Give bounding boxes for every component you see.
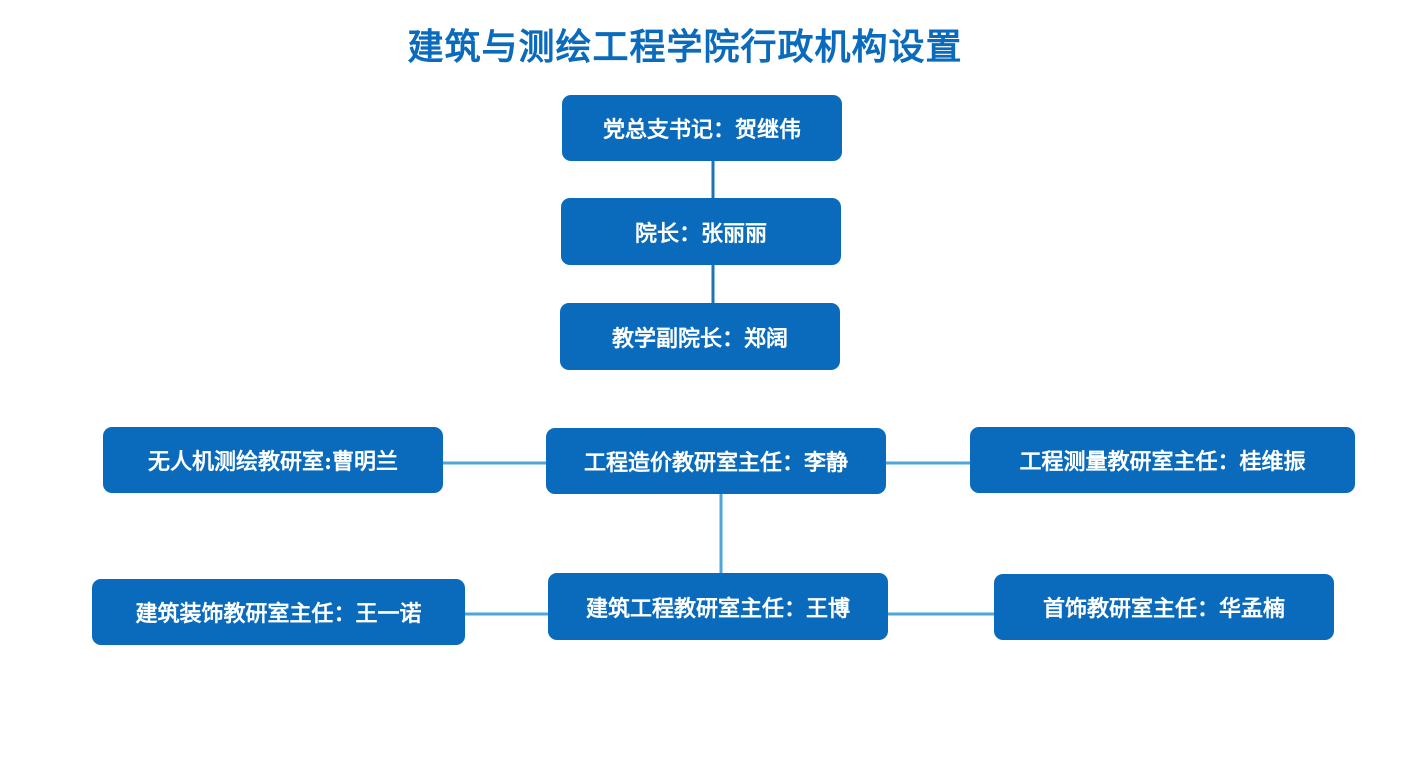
- node-jewelry-label: 首饰教研室主任：华孟楠: [1042, 596, 1285, 622]
- node-decoration-label: 建筑装饰教研室主任：王一诺: [135, 601, 422, 627]
- node-vice-dean-label: 教学副院长：郑阔: [611, 325, 788, 352]
- node-decoration: 建筑装饰教研室主任：王一诺: [92, 579, 465, 645]
- node-uav-survey: 无人机测绘教研室:曹明兰: [103, 427, 443, 493]
- node-cost-engineering-label: 工程造价教研室主任：李静: [583, 450, 848, 476]
- node-vice-dean: 教学副院长：郑阔: [560, 303, 840, 370]
- node-dean-label: 院长：张丽丽: [634, 220, 767, 247]
- node-party-secretary-label: 党总支书记：贺继伟: [602, 117, 801, 143]
- node-dean: 院长：张丽丽: [561, 198, 841, 265]
- node-cost-engineering: 工程造价教研室主任：李静: [546, 428, 886, 494]
- node-survey-engineering-label: 工程测量教研室主任：桂维振: [1019, 449, 1306, 475]
- node-building-engineering: 建筑工程教研室主任：王博: [548, 573, 888, 640]
- page-title: 建筑与测绘工程学院行政机构设置: [407, 26, 963, 68]
- node-party-secretary: 党总支书记：贺继伟: [562, 95, 842, 161]
- node-survey-engineering: 工程测量教研室主任：桂维振: [970, 427, 1355, 493]
- node-uav-survey-label: 无人机测绘教研室:曹明兰: [147, 449, 399, 475]
- node-building-engineering-label: 建筑工程教研室主任：王博: [585, 595, 850, 622]
- node-jewelry: 首饰教研室主任：华孟楠: [994, 574, 1334, 640]
